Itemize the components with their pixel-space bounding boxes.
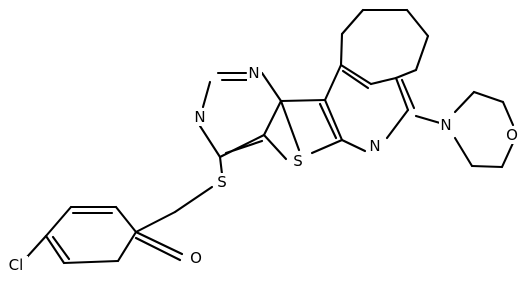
pyrimidine-nitrogen-left: N bbox=[194, 108, 205, 126]
pyridine-nitrogen: N bbox=[369, 137, 380, 155]
morpholine-nitrogen: N bbox=[440, 116, 451, 134]
pyrimidine-nitrogen-top: N bbox=[248, 64, 259, 82]
bond-skeleton bbox=[25, 8, 515, 265]
chlorine-atom: Cl bbox=[9, 256, 24, 274]
thiophene-sulfur: S bbox=[293, 152, 303, 170]
atom-labels: N N S N N O S O Cl bbox=[4, 64, 520, 274]
morpholine-oxygen: O bbox=[506, 126, 518, 144]
carbonyl-oxygen: O bbox=[190, 249, 202, 267]
thioether-sulfur: S bbox=[217, 173, 227, 191]
